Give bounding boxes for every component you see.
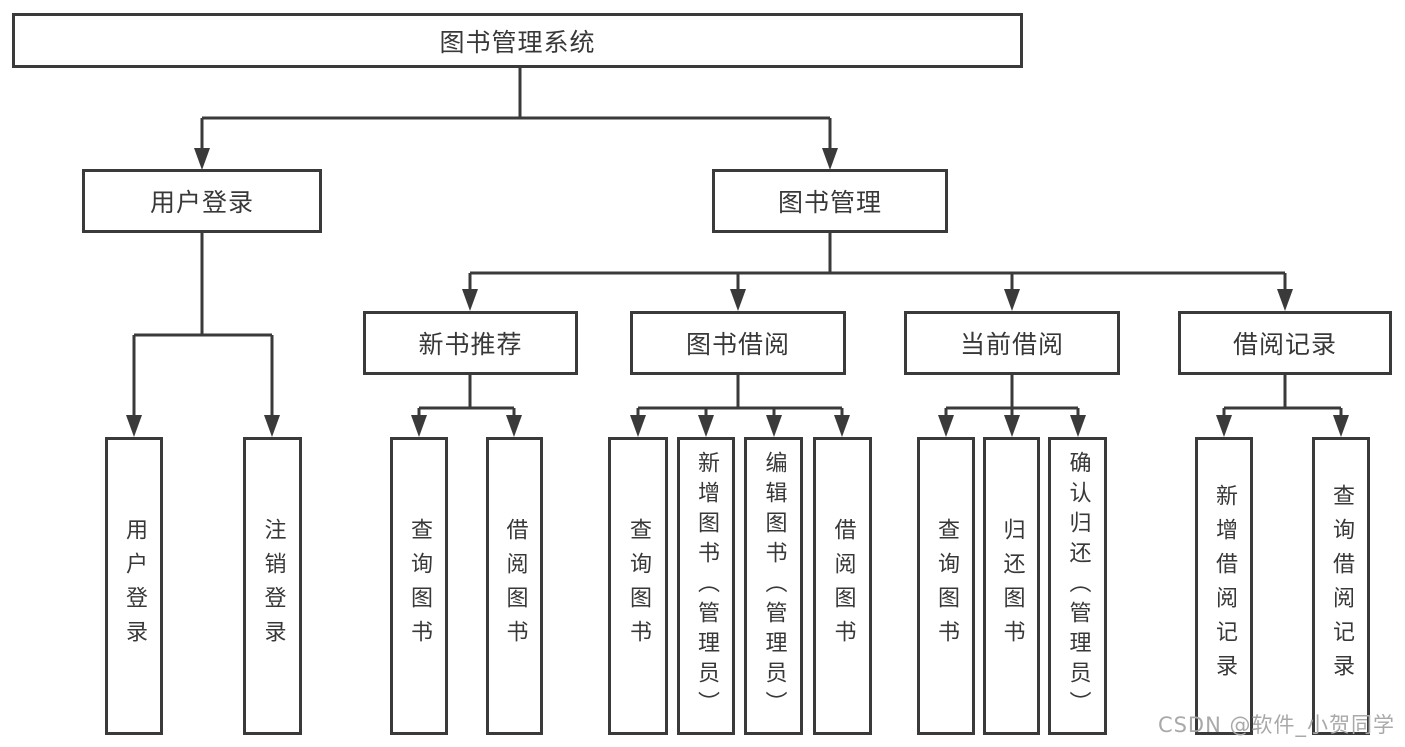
leaf-borrow-add-books-admin: 新增图书（管理员） [677, 437, 735, 735]
leaf-borrow-borrow-books: 借阅图书 [813, 437, 872, 735]
node-book-management: 图书管理 [712, 169, 948, 233]
leaf-records-add-borrow-record: 新增借阅记录 [1195, 437, 1253, 735]
node-book-borrowing: 图书借阅 [630, 311, 846, 375]
leaf-logout-login: 注销登录 [243, 437, 302, 735]
node-borrowing-records: 借阅记录 [1178, 311, 1392, 375]
node-current-borrowing: 当前借阅 [904, 311, 1120, 375]
leaf-borrow-edit-books-admin: 编辑图书（管理员） [744, 437, 803, 735]
leaf-recommend-borrow-books: 借阅图书 [486, 437, 543, 735]
leaf-borrow-query-books: 查询图书 [608, 437, 668, 735]
leaf-recommend-query-books: 查询图书 [390, 437, 448, 735]
node-library-management-system: 图书管理系统 [12, 13, 1023, 68]
leaf-current-return-books: 归还图书 [983, 437, 1040, 735]
node-new-book-recommendation: 新书推荐 [363, 311, 578, 375]
leaf-current-query-books: 查询图书 [917, 437, 975, 735]
leaf-user-login: 用户登录 [105, 437, 163, 735]
csdn-watermark: CSDN @软件_小贺同学 [1157, 713, 1395, 737]
leaf-current-confirm-return-admin: 确认归还（管理员） [1048, 437, 1107, 735]
node-user-login: 用户登录 [82, 169, 322, 233]
leaf-records-query-borrow-record: 查询借阅记录 [1312, 437, 1370, 735]
